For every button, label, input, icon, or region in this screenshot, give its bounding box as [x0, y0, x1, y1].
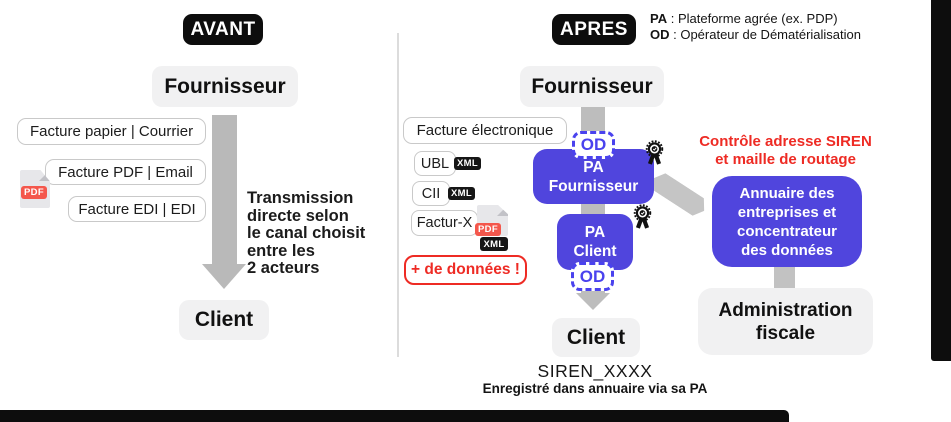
legend-od-abbr: OD [650, 27, 670, 42]
format-box-cii: CII [412, 181, 450, 206]
routing-connector [648, 169, 710, 219]
xml-badge-ubl: XML [454, 157, 481, 170]
left-flow-arrow-bar [212, 115, 237, 265]
control-note: Contrôle adresse SIREN et maille de rout… [699, 133, 872, 168]
legend-pa-abbr: PA [650, 11, 668, 26]
fournisseur-box-left: Fournisseur [152, 66, 298, 107]
fournisseur-box-right: Fournisseur [520, 66, 664, 107]
legend: PA : Plateforme agrée (ex. PDP) OD : Opé… [650, 11, 935, 43]
siren-label: SIREN_XXXX [537, 361, 653, 381]
right-black-bar [931, 0, 951, 361]
right-flow-arrow-head [576, 293, 610, 310]
format-box-facturx: Factur-X [411, 210, 478, 236]
od-badge-bottom: OD [571, 262, 614, 291]
apres-badge: APRES [552, 14, 636, 45]
facture-electronique-box: Facture électronique [403, 117, 567, 144]
bottom-black-bar [0, 410, 789, 422]
invoice-row-pdf: Facture PDF | Email [45, 159, 206, 185]
avant-badge: AVANT [183, 14, 263, 45]
annuaire-box: Annuaire des entreprises et concentrateu… [712, 176, 862, 267]
format-box-ubl: UBL [414, 151, 456, 176]
facturx-pdf-badge: PDF [475, 223, 501, 236]
pdf-file-icon-label: PDF [21, 186, 47, 199]
more-data-box: + de données ! [404, 255, 527, 285]
left-flow-arrow-head [202, 264, 246, 289]
transmission-note: Transmission directe selon le canal choi… [247, 189, 366, 278]
facturx-xml-badge: XML [480, 237, 508, 251]
certification-award-icon-bottom [633, 204, 652, 229]
invoice-row-papier: Facture papier | Courrier [17, 118, 206, 145]
section-divider [397, 33, 399, 357]
invoice-row-edi: Facture EDI | EDI [68, 196, 206, 222]
pa-client-box: PA Client [557, 214, 633, 270]
administration-box: Administration fiscale [698, 288, 873, 355]
legend-od-text: : Opérateur de Dématérialisation [669, 27, 861, 42]
xml-badge-cii: XML [448, 187, 475, 200]
client-box-left: Client [179, 300, 269, 340]
legend-pa-text: : Plateforme agrée (ex. PDP) [667, 11, 838, 26]
pa-fournisseur-box: PA Fournisseur [533, 149, 654, 204]
od-badge-top: OD [572, 131, 615, 159]
client-box-right: Client [552, 318, 640, 357]
legend-line-pa: PA : Plateforme agrée (ex. PDP) [650, 11, 935, 27]
legend-line-od: OD : Opérateur de Dématérialisation [650, 27, 935, 43]
certification-award-icon-top [645, 140, 664, 165]
annuaire-arrow-bar [774, 266, 795, 289]
siren-note: Enregistré dans annuaire via sa PA [482, 381, 708, 396]
